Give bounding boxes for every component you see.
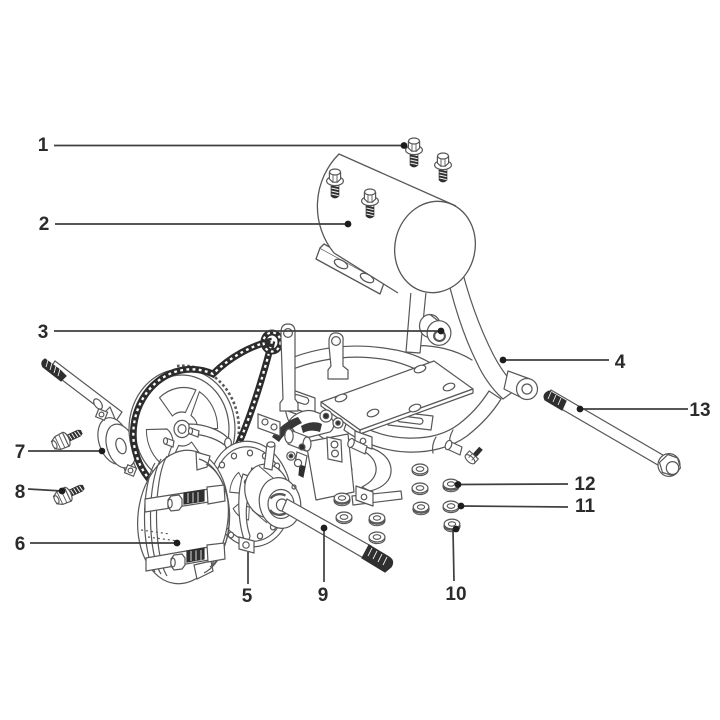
svg-text:8: 8	[15, 482, 26, 503]
svg-text:2: 2	[39, 214, 50, 235]
svg-text:6: 6	[15, 534, 26, 555]
svg-text:1: 1	[38, 135, 49, 156]
svg-text:10: 10	[445, 584, 466, 605]
svg-text:9: 9	[318, 585, 329, 606]
svg-text:5: 5	[242, 586, 253, 607]
svg-text:4: 4	[615, 352, 626, 373]
svg-text:11: 11	[575, 496, 596, 517]
svg-text:7: 7	[15, 442, 26, 463]
svg-text:3: 3	[38, 322, 49, 343]
svg-text:12: 12	[574, 474, 595, 495]
svg-text:13: 13	[689, 400, 710, 421]
